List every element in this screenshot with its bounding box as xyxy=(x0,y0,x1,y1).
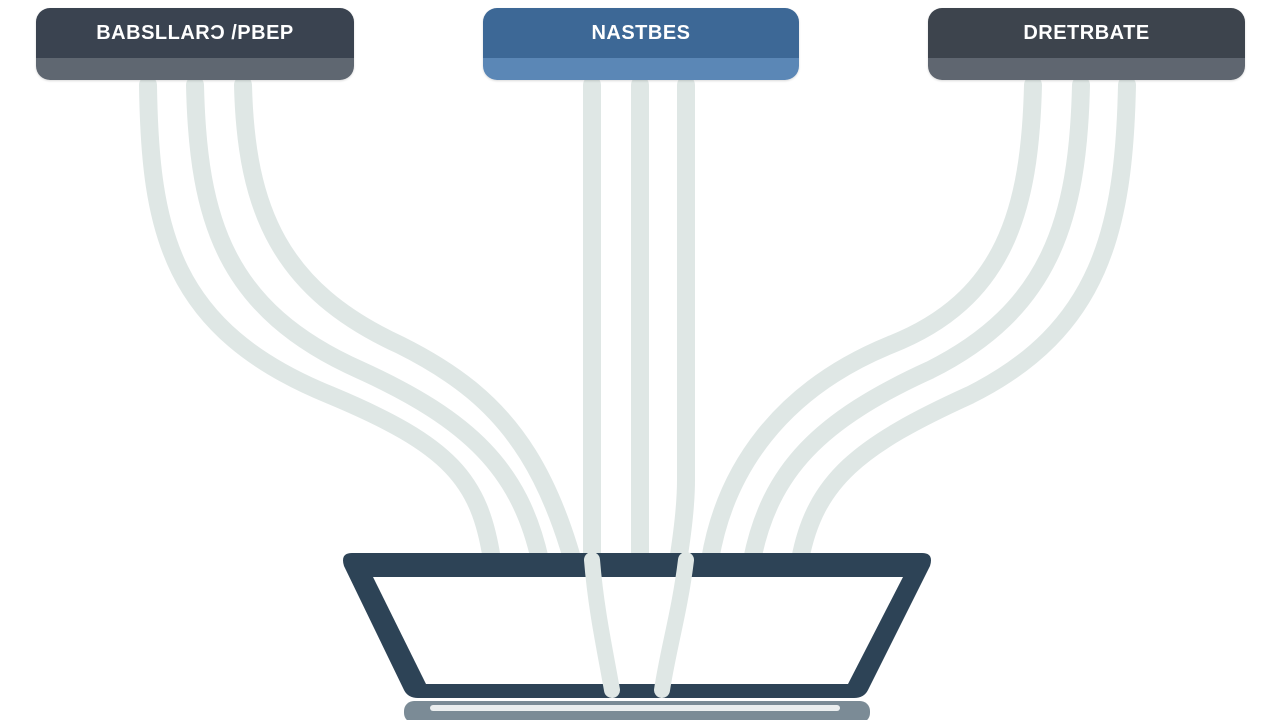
flow-line-left-2 xyxy=(186,76,549,569)
node-center: NASTBES xyxy=(483,8,799,80)
node-left: BABSLLARƆ /PBEP xyxy=(36,8,354,80)
flow-line-overlay-2 xyxy=(654,552,694,698)
node-center-strip xyxy=(483,58,799,80)
node-right-strip xyxy=(928,58,1245,80)
flow-line-left-1 xyxy=(139,76,501,569)
flow-line-right-1 xyxy=(701,76,1042,569)
flow-line-right-3 xyxy=(791,76,1136,569)
flow-line-overlay-1 xyxy=(584,552,620,698)
node-left-title: BABSLLARƆ /PBEP xyxy=(36,8,354,58)
node-right-title: DRETRBATE xyxy=(928,8,1245,58)
flow-line-left-3 xyxy=(234,76,607,689)
node-left-strip xyxy=(36,58,354,80)
node-right: DRETRBATE xyxy=(928,8,1245,80)
node-center-title: NASTBES xyxy=(483,8,799,58)
flow-line-right-2 xyxy=(743,76,1090,569)
